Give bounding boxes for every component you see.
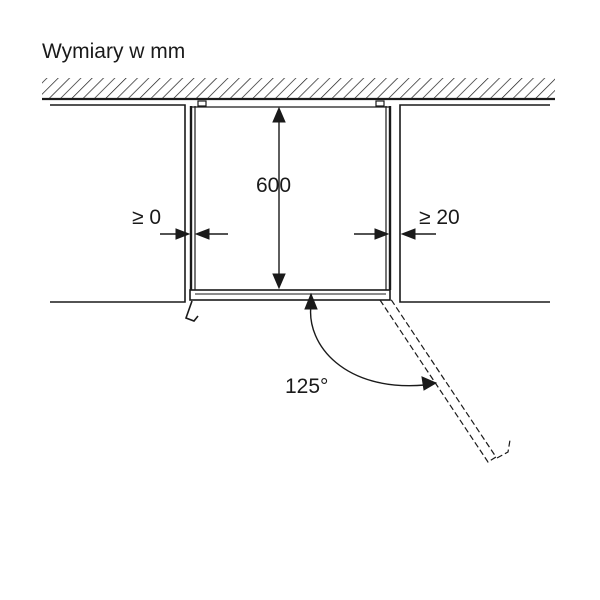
depth-dimension-line	[272, 106, 286, 290]
door-angle-label: 125°	[285, 375, 329, 398]
depth-label: 600	[256, 174, 292, 197]
closed-door	[184, 289, 391, 322]
right-gap-arrows	[354, 228, 436, 240]
right-gap-label: ≥ 20	[419, 206, 460, 229]
right-cabinet	[399, 104, 550, 303]
left-gap-label: ≥ 0	[132, 206, 162, 229]
left-gap-arrows	[160, 228, 228, 240]
left-cabinet	[50, 104, 186, 303]
angle-arc	[304, 292, 438, 391]
appliance-body	[189, 100, 392, 290]
diagram-title: Wymiary w mm	[42, 40, 186, 63]
open-door-outline	[379, 297, 511, 463]
wall	[42, 78, 555, 101]
